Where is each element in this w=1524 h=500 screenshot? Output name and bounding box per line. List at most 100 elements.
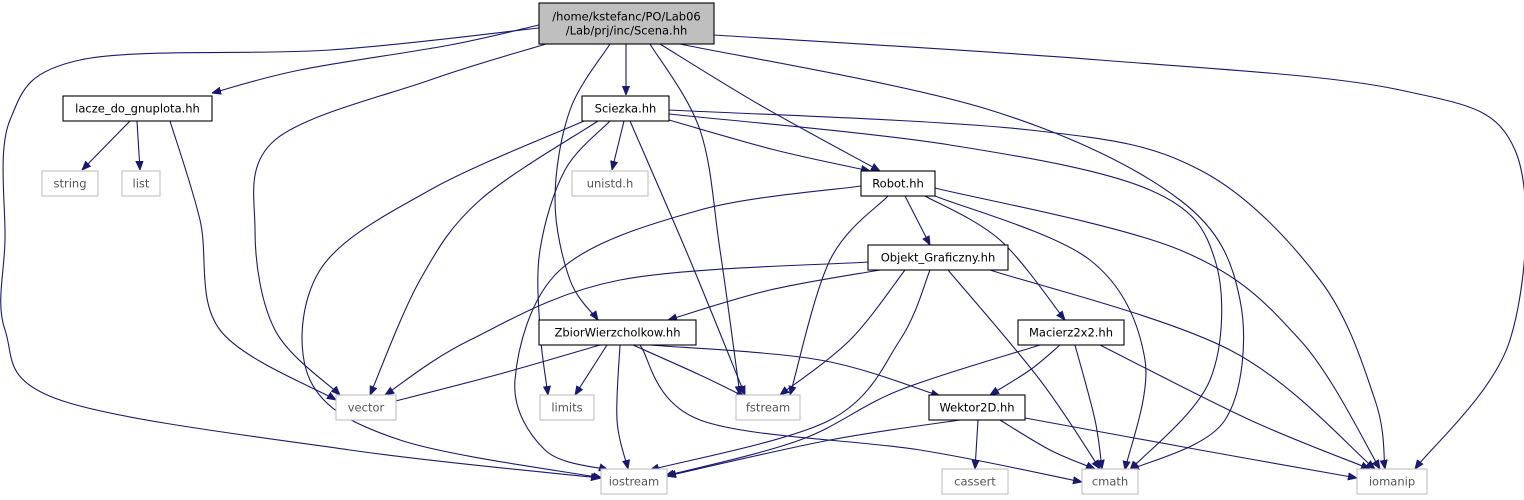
edge-wektor-cmath xyxy=(999,419,1095,470)
edge-robot-macierz xyxy=(924,195,1065,320)
node-box-limits xyxy=(539,394,595,421)
node-label-wektor: Wektor2D.hh xyxy=(939,401,1014,415)
nodes-layer: /home/kstefanc/PO/Lab06/Lab/prj/inc/Scen… xyxy=(41,2,1428,495)
node-string: string xyxy=(41,170,99,197)
node-box-list xyxy=(121,170,161,197)
node-label-lacze: lacze_do_gnuplota.hh xyxy=(75,102,200,116)
node-box-scena xyxy=(538,2,715,45)
node-cassert: cassert xyxy=(941,468,1009,495)
edge-lacze-list xyxy=(137,120,140,170)
edge-zbior-wektor xyxy=(649,344,940,396)
edge-robot-objekt xyxy=(904,195,930,245)
node-box-sciezka xyxy=(581,95,670,122)
edge-scena-fstream xyxy=(649,43,740,395)
node-sciezka[interactable]: Sciezka.hh xyxy=(581,95,670,122)
node-label-scena-line1: /Lab/prj/inc/Scena.hh xyxy=(566,24,688,38)
edges-layer xyxy=(0,24,1524,482)
edge-macierz-iomanip xyxy=(1099,344,1370,470)
node-box-objekt xyxy=(867,244,1009,271)
edge-sciezka-vector xyxy=(369,120,599,395)
edge-objekt-zbior xyxy=(668,269,881,320)
node-box-fstream xyxy=(735,394,801,421)
node-label-cassert: cassert xyxy=(954,475,996,489)
edge-scena-lacze xyxy=(212,24,540,93)
edge-sciezka-limits xyxy=(537,120,611,395)
node-label-vector: vector xyxy=(348,401,385,415)
node-label-fstream: fstream xyxy=(746,401,790,415)
node-label-scena-line0: /home/kstefanc/PO/Lab06 xyxy=(552,10,700,24)
node-box-iostream xyxy=(600,468,668,495)
node-objekt[interactable]: Objekt_Graficzny.hh xyxy=(867,244,1009,271)
edge-sciezka-robot xyxy=(668,119,870,171)
node-box-vector xyxy=(335,394,397,421)
edge-sciezka-fstream xyxy=(629,120,746,395)
edge-robot-cmath xyxy=(934,195,1147,470)
node-label-iomanip: iomanip xyxy=(1369,475,1415,489)
node-label-unistd: unistd.h xyxy=(587,177,634,191)
node-label-iostream: iostream xyxy=(609,475,660,489)
edge-robot-fstream xyxy=(790,195,889,395)
edge-scena-iostream xyxy=(0,27,600,478)
node-zbior[interactable]: ZbiorWierzcholkow.hh xyxy=(538,319,697,346)
node-macierz[interactable]: Macierz2x2.hh xyxy=(1017,319,1125,346)
node-robot[interactable]: Robot.hh xyxy=(860,170,936,197)
node-label-macierz: Macierz2x2.hh xyxy=(1029,326,1113,340)
node-box-robot xyxy=(860,170,936,197)
node-box-macierz xyxy=(1017,319,1125,346)
node-box-lacze xyxy=(62,95,213,122)
edge-sciezka-unistd xyxy=(612,120,625,170)
edge-sciezka-cmath xyxy=(668,113,1223,470)
node-box-cmath xyxy=(1081,468,1139,495)
edge-objekt-iomanip xyxy=(989,269,1375,469)
edge-lacze-vector xyxy=(169,120,336,400)
edge-robot-iostream xyxy=(514,185,862,470)
edge-zbior-limits xyxy=(575,344,608,395)
node-box-cassert xyxy=(941,468,1009,495)
node-label-zbior: ZbiorWierzcholkow.hh xyxy=(554,326,680,340)
edge-scena-cmath xyxy=(679,43,1245,470)
node-label-robot: Robot.hh xyxy=(872,177,924,191)
edge-macierz-iostream xyxy=(665,344,1041,476)
node-label-sciezka: Sciezka.hh xyxy=(595,102,657,116)
edge-objekt-cmath xyxy=(947,269,1100,469)
node-iomanip: iomanip xyxy=(1356,468,1428,495)
edge-zbior-cmath xyxy=(639,344,1082,482)
edge-macierz-wektor xyxy=(990,344,1061,395)
node-box-string xyxy=(41,170,99,197)
node-unistd: unistd.h xyxy=(571,170,649,197)
edge-robot-iomanip xyxy=(934,187,1380,469)
edge-objekt-iostream xyxy=(650,269,931,470)
edge-zbior-vector xyxy=(380,344,601,405)
node-label-objekt: Objekt_Graficzny.hh xyxy=(881,251,996,265)
node-wektor[interactable]: Wektor2D.hh xyxy=(928,394,1026,421)
edge-zbior-fstream xyxy=(632,344,745,397)
edge-scena-vector xyxy=(253,43,547,395)
edge-objekt-vector xyxy=(385,261,869,395)
node-box-iomanip xyxy=(1356,468,1428,495)
edge-objekt-fstream xyxy=(780,269,906,395)
node-limits: limits xyxy=(539,394,595,421)
node-box-zbior xyxy=(538,319,697,346)
edge-zbior-iostream xyxy=(616,344,628,469)
node-iostream: iostream xyxy=(600,468,668,495)
node-label-limits: limits xyxy=(551,401,582,415)
node-box-wektor xyxy=(928,394,1026,421)
edge-lacze-string xyxy=(82,120,131,170)
node-cmath: cmath xyxy=(1081,468,1139,495)
node-vector: vector xyxy=(335,394,397,421)
node-box-unistd xyxy=(571,170,649,197)
edge-wektor-cassert xyxy=(975,419,978,469)
edge-wektor-iomanip xyxy=(1024,417,1357,478)
node-label-cmath: cmath xyxy=(1092,475,1128,489)
edge-scena-zbior xyxy=(554,43,611,320)
edge-wektor-iostream xyxy=(667,419,961,476)
edge-scena-iomanip xyxy=(713,34,1524,469)
edge-sciezka-iomanip xyxy=(668,109,1385,469)
edge-scena-robot xyxy=(659,43,880,171)
node-fstream: fstream xyxy=(735,394,801,421)
node-list: list xyxy=(121,170,161,197)
node-scena[interactable]: /home/kstefanc/PO/Lab06/Lab/prj/inc/Scen… xyxy=(538,2,715,45)
node-lacze[interactable]: lacze_do_gnuplota.hh xyxy=(62,95,213,122)
node-label-list: list xyxy=(133,177,150,191)
